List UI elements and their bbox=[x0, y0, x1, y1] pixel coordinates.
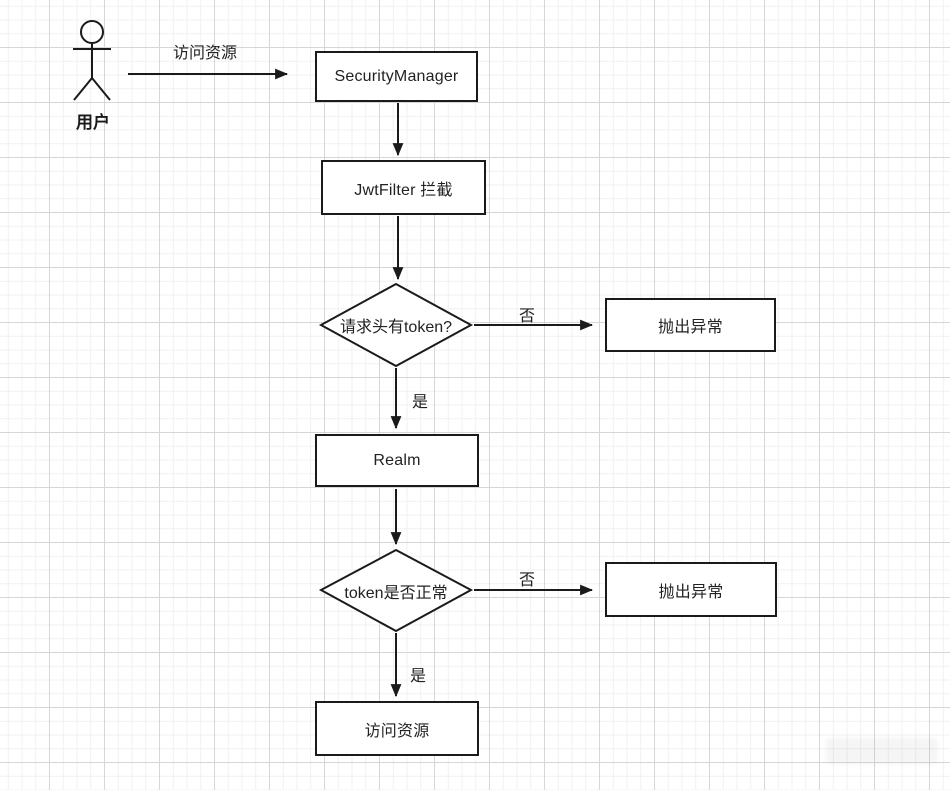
edge-label-no-2: 否 bbox=[518, 572, 535, 589]
watermark bbox=[826, 738, 938, 764]
edge-label-yes-1: 是 bbox=[411, 394, 428, 411]
node-throw-exception-1[interactable]: 抛出异常 bbox=[605, 298, 776, 352]
decision-token-valid-label: token是否正常 bbox=[344, 584, 448, 602]
node-security-manager[interactable]: SecurityManager bbox=[315, 51, 478, 102]
node-jwt-filter-label: JwtFilter 拦截 bbox=[354, 181, 453, 199]
node-access-resource-label: 访问资源 bbox=[364, 722, 430, 740]
node-jwt-filter[interactable]: JwtFilter 拦截 bbox=[321, 160, 486, 215]
node-realm[interactable]: Realm bbox=[315, 434, 479, 487]
node-realm-label: Realm bbox=[373, 451, 421, 469]
user-actor-icon[interactable] bbox=[73, 20, 111, 101]
node-throw-exception-1-label: 抛出异常 bbox=[658, 319, 723, 336]
node-access-resource[interactable]: 访问资源 bbox=[315, 701, 479, 756]
decision-has-token-label: 请求头有token? bbox=[339, 319, 453, 336]
decision-token-valid-shape[interactable] bbox=[318, 548, 474, 633]
actor-user-label: 用户 bbox=[76, 113, 110, 132]
node-throw-exception-2-label: 抛出异常 bbox=[658, 583, 724, 601]
node-security-manager-label: SecurityManager bbox=[334, 67, 459, 85]
edge-label-yes-2: 是 bbox=[409, 668, 426, 685]
edge-label-no-1: 否 bbox=[518, 308, 535, 325]
decision-has-token-shape[interactable] bbox=[318, 282, 474, 368]
edge-label-access-resource: 访问资源 bbox=[172, 45, 237, 62]
node-throw-exception-2[interactable]: 抛出异常 bbox=[605, 562, 777, 617]
